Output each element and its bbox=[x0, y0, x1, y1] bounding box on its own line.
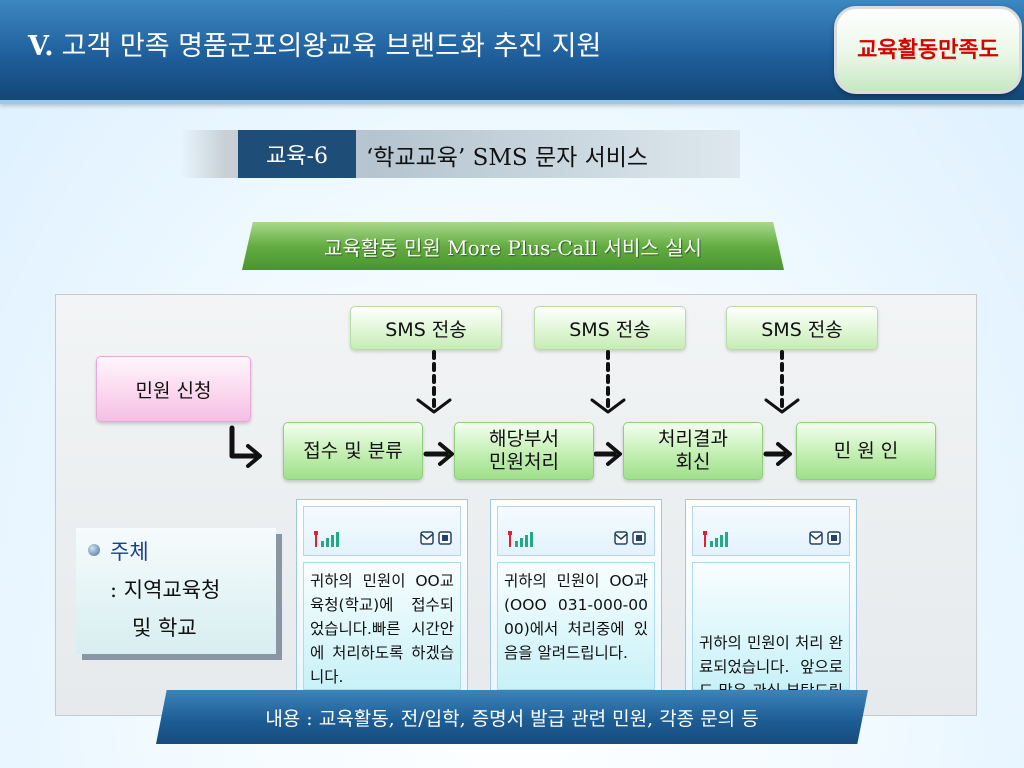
signal-icon bbox=[314, 531, 339, 547]
battery-icon bbox=[827, 531, 841, 545]
step-petitioner: 민 원 인 bbox=[796, 422, 936, 480]
battery-icon bbox=[438, 531, 452, 545]
phone-message: 귀하의 민원이 OO교육청(학교)에 접수되었습니다.빠른 시간안에 처리하도록… bbox=[303, 562, 461, 690]
subject-heading: 주체 bbox=[110, 540, 149, 564]
phone-status-bar bbox=[303, 506, 461, 556]
message-icon bbox=[809, 531, 823, 545]
phone-message: 귀하의 민원이 OO과(OOO 031-000-0000)에서 처리중에 있음을… bbox=[497, 562, 655, 690]
signal-icon bbox=[508, 531, 533, 547]
battery-icon bbox=[632, 531, 646, 545]
phone-screen-2: 귀하의 민원이 OO과(OOO 031-000-0000)에서 처리중에 있음을… bbox=[490, 499, 662, 691]
section-tag: 교육-6 bbox=[238, 130, 356, 178]
chapter-number: V. bbox=[28, 31, 54, 62]
sms-send-box-2: SMS 전송 bbox=[534, 306, 686, 350]
section-title: ‘학교교육’ SMS 문자 서비스 bbox=[366, 145, 649, 171]
phone-status-bar bbox=[497, 506, 655, 556]
petition-box: 민원 신청 bbox=[96, 356, 251, 422]
sms-send-box-3: SMS 전송 bbox=[726, 306, 878, 350]
message-icon bbox=[614, 531, 628, 545]
category-badge: 교육활동만족도 bbox=[834, 6, 1022, 94]
chapter-title: 고객 만족 명품군포의왕교육 브랜드화 추진 지원 bbox=[61, 31, 602, 62]
category-badge-label: 교육활동만족도 bbox=[857, 37, 999, 63]
sms-send-box-1: SMS 전송 bbox=[350, 306, 502, 350]
step-result-reply: 처리결과 회신 bbox=[623, 422, 763, 480]
step-receive-classify: 접수 및 분류 bbox=[283, 422, 423, 480]
subject-line-2: 및 학교 bbox=[132, 616, 197, 640]
phone-message: 귀하의 민원이 처리 완료되었습니다. 앞으로도 많은 관심 부탁드립니다. bbox=[692, 562, 850, 724]
subject-box: 주체 : 지역교육청 및 학교 bbox=[76, 528, 276, 654]
step-department-processing: 해당부서 민원처리 bbox=[454, 422, 594, 480]
subject-line-1: : 지역교육청 bbox=[110, 578, 221, 602]
phone-screen-3: 귀하의 민원이 처리 완료되었습니다. 앞으로도 많은 관심 부탁드립니다. bbox=[685, 499, 857, 724]
service-banner: 교육활동 민원 More Plus-Call 서비스 실시 bbox=[242, 222, 784, 270]
message-icon bbox=[420, 531, 434, 545]
phone-screen-1: 귀하의 민원이 OO교육청(학교)에 접수되었습니다.빠른 시간안에 처리하도록… bbox=[296, 499, 468, 691]
page-title: V.고객 만족 명품군포의왕교육 브랜드화 추진 지원 bbox=[28, 24, 601, 63]
signal-icon bbox=[703, 531, 728, 547]
content-footer: 내용 : 교육활동, 전/입학, 증명서 발급 관련 민원, 각종 문의 등 bbox=[156, 690, 868, 744]
phone-status-bar bbox=[692, 506, 850, 556]
bullet-icon bbox=[88, 544, 100, 556]
